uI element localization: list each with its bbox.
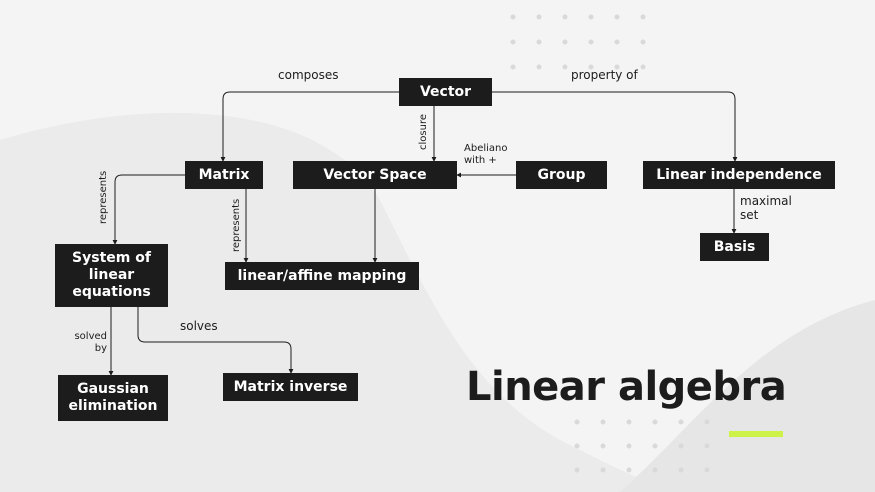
- dot: [678, 467, 684, 473]
- dot: [600, 467, 606, 473]
- dot: [704, 467, 710, 473]
- dot: [562, 64, 568, 70]
- node-vector: Vector: [399, 78, 492, 106]
- title-accent-bar: [729, 431, 783, 437]
- edge-solves: [137, 307, 294, 374]
- dot: [600, 419, 606, 425]
- edge-label-abeliano: Abeliano with +: [464, 143, 508, 166]
- node-matrix-inverse: Matrix inverse: [223, 373, 358, 401]
- edge-property-of: [492, 91, 738, 162]
- node-matrix: Matrix: [185, 161, 263, 189]
- background-shape: [0, 112, 700, 492]
- dot: [652, 419, 658, 425]
- dot: [626, 443, 632, 449]
- dot: [678, 443, 684, 449]
- dot: [704, 419, 710, 425]
- dot: [614, 39, 620, 45]
- node-group: Group: [516, 161, 607, 189]
- edge-represents-system: [112, 174, 185, 245]
- edge-composes: [220, 91, 399, 162]
- dot: [614, 64, 620, 70]
- edge-label-closure: closure: [418, 114, 429, 150]
- dot-grid: [574, 419, 710, 473]
- dot: [574, 443, 580, 449]
- edge-label-solves: solves: [180, 319, 218, 333]
- dot: [678, 419, 684, 425]
- dot: [626, 419, 632, 425]
- node-system-of-linear-equations: System of linear equations: [55, 244, 168, 307]
- dot: [704, 443, 710, 449]
- dot: [562, 14, 568, 20]
- dot: [562, 39, 568, 45]
- node-linear-independence: Linear independence: [643, 161, 835, 189]
- dot: [640, 39, 646, 45]
- dot: [536, 39, 542, 45]
- dot: [510, 14, 516, 20]
- edge-label-represents-system: represents: [98, 170, 109, 224]
- edge-label-property-of: property of: [571, 68, 638, 82]
- dot: [510, 64, 516, 70]
- dot: [652, 443, 658, 449]
- dot: [614, 14, 620, 20]
- dot: [536, 14, 542, 20]
- dot: [652, 467, 658, 473]
- dot-grid: [510, 14, 646, 70]
- dot: [574, 419, 580, 425]
- dot: [588, 64, 594, 70]
- node-gaussian-elimination: Gaussian elimination: [58, 375, 168, 421]
- node-vector-space: Vector Space: [293, 161, 457, 189]
- edge-label-represents-mapping: represents: [231, 198, 242, 252]
- edge-label-maximal-set: maximal set: [740, 194, 792, 222]
- page-title: Linear algebra: [466, 364, 787, 410]
- dot: [626, 467, 632, 473]
- dot: [588, 39, 594, 45]
- dot: [640, 64, 646, 70]
- node-linear-affine-mapping: linear/affine mapping: [225, 262, 419, 290]
- dot: [588, 14, 594, 20]
- edge-label-composes: composes: [278, 68, 339, 82]
- dot: [510, 39, 516, 45]
- background-shape: [620, 300, 875, 492]
- dot: [640, 14, 646, 20]
- dot: [574, 467, 580, 473]
- node-basis: Basis: [700, 233, 769, 261]
- dot: [600, 443, 606, 449]
- edge-label-solved-by: solved by: [74, 331, 107, 354]
- dot: [536, 64, 542, 70]
